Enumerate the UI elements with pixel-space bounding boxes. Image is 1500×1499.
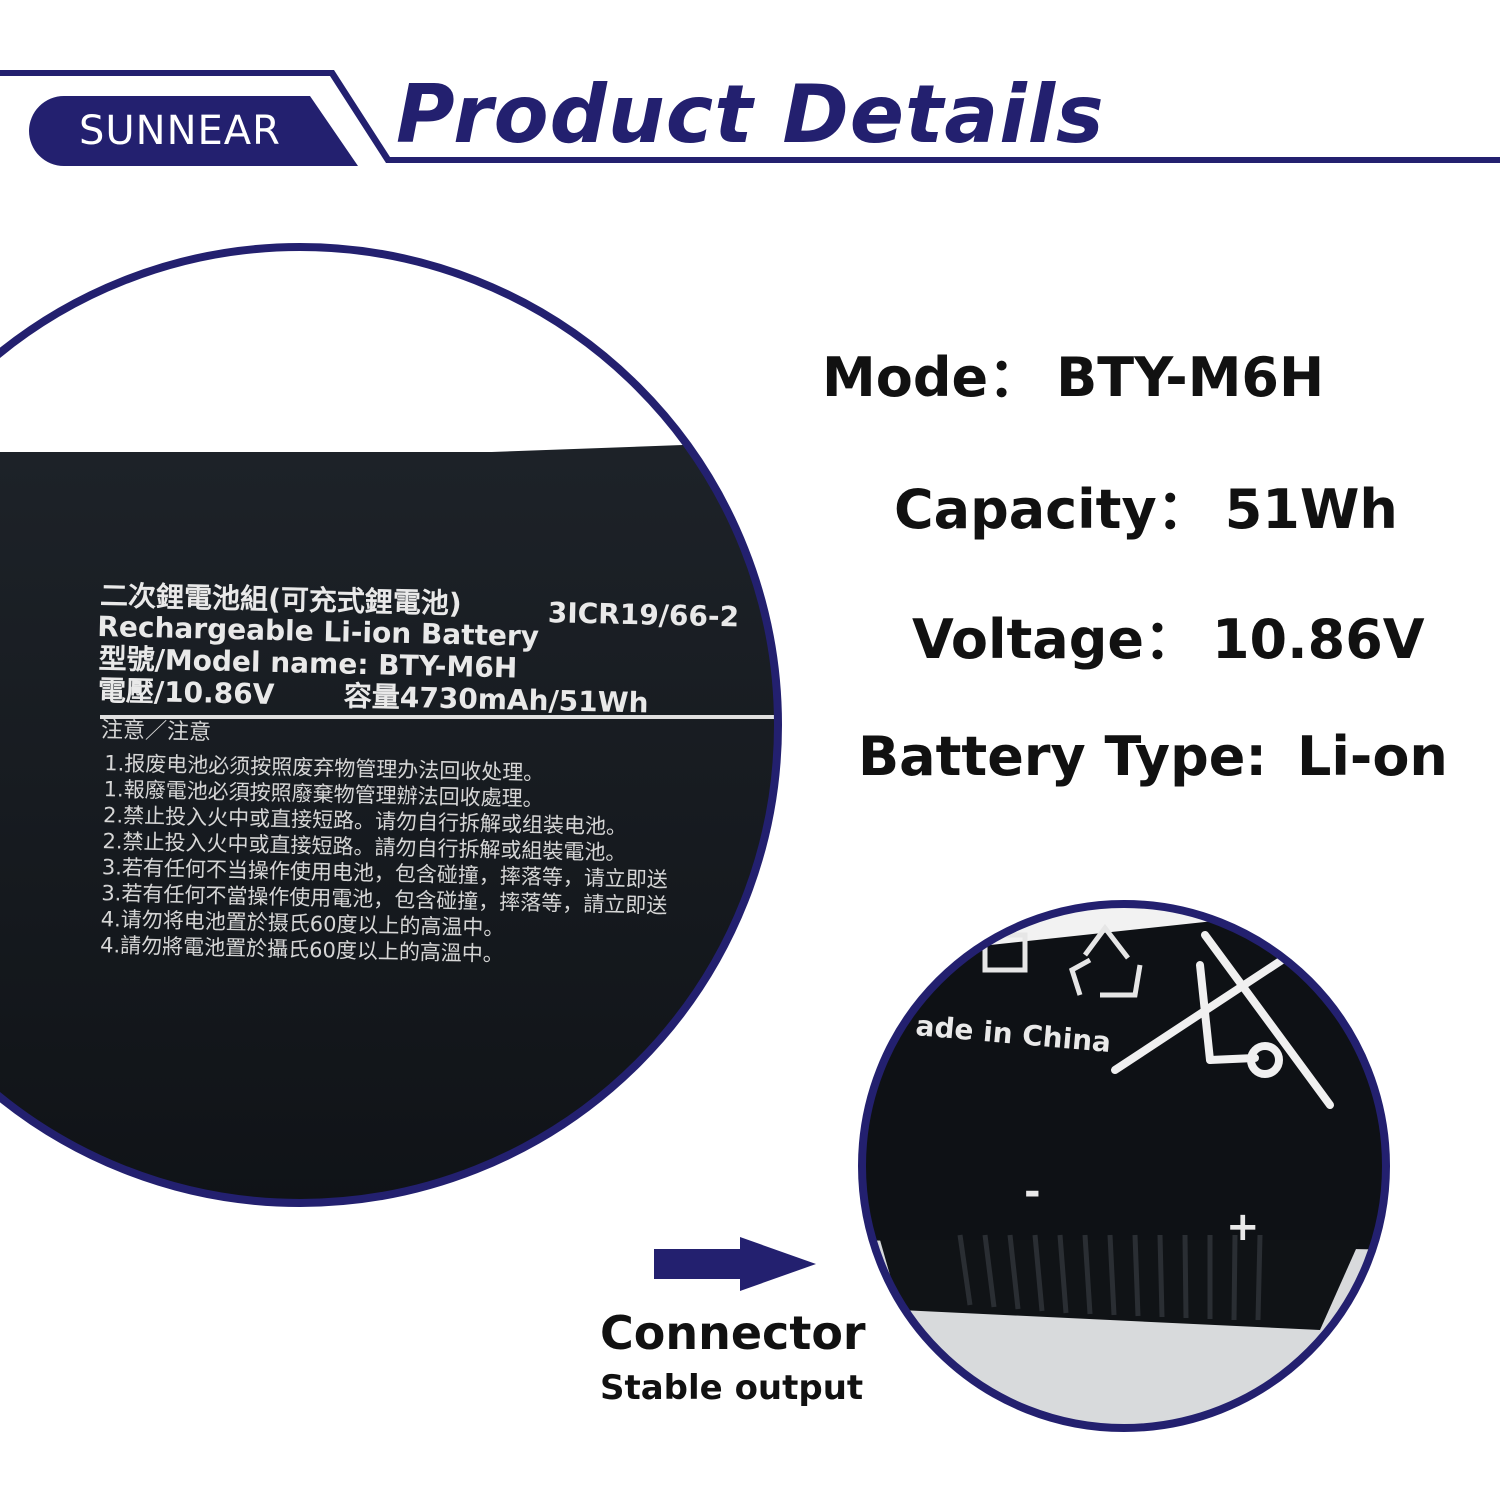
spec-voltage-value: 10.86V: [1211, 608, 1425, 671]
spec-capacity: Capacity：51Wh: [894, 465, 1398, 544]
label-voltage: 電壓/10.86V: [98, 674, 275, 711]
recycle-icon: [1068, 923, 1143, 998]
page-title: Product Details: [396, 68, 1105, 161]
spec-voltage-label: Voltage：: [912, 608, 1198, 671]
label-line-1: 二次鋰電池組(可充式鋰電池): [100, 579, 462, 620]
spec-type-value: Li-on: [1296, 725, 1448, 788]
spec-capacity-value: 51Wh: [1224, 478, 1398, 541]
brand-name: SUNNEAR: [79, 108, 281, 154]
minus-terminal: -: [1024, 1169, 1041, 1215]
header-bar: [0, 70, 1500, 166]
connector-subtitle: Stable output: [600, 1368, 864, 1408]
spec-voltage: Voltage：10.86V: [912, 595, 1425, 674]
spec-type-label: Battery Type:: [858, 725, 1267, 788]
label-capacity: 容量4730mAh/51Wh: [344, 680, 649, 720]
label-zoom-circle: [0, 243, 782, 1207]
spec-battery-type: Battery Type: Li-on: [858, 725, 1448, 788]
spec-mode: Mode：BTY-M6H: [822, 333, 1324, 412]
label-notice-heading: 注意／注意: [101, 718, 212, 745]
spec-mode-label: Mode：: [822, 346, 1043, 409]
spec-mode-value: BTY-M6H: [1056, 346, 1325, 409]
label-cell-code: 3ICR19/66-2: [547, 596, 739, 633]
connector-title: Connector: [600, 1306, 866, 1360]
made-in-text: ade in China: [914, 1009, 1112, 1059]
spec-capacity-label: Capacity：: [894, 478, 1211, 541]
connector-pins: [880, 1240, 1360, 1330]
battery-edge: [862, 904, 1386, 1300]
right-arrow-icon: [654, 1237, 816, 1291]
plus-terminal: +: [1226, 1204, 1260, 1250]
brand-badge-shape: [29, 96, 358, 166]
